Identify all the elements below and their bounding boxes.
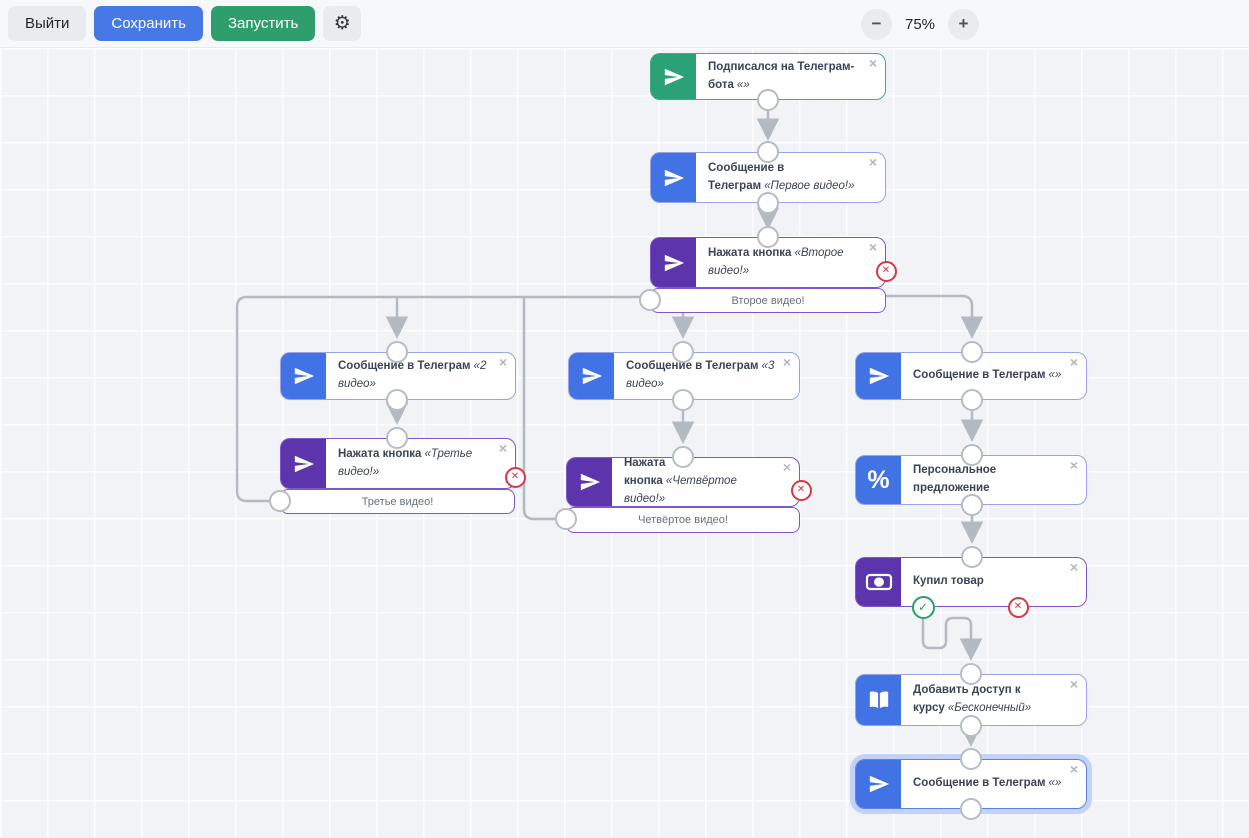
connection-port[interactable] (960, 798, 982, 820)
connection-port[interactable] (672, 341, 694, 363)
connection-port[interactable] (960, 715, 982, 737)
fail-branch-icon[interactable]: ✕ (875, 260, 897, 282)
toolbar: Выйти Сохранить Запустить ⚙ − 75% + (0, 0, 1249, 48)
close-icon[interactable]: × (782, 459, 791, 475)
connection-port[interactable] (555, 508, 577, 530)
telegram-plane-icon (567, 458, 612, 506)
save-button[interactable]: Сохранить (94, 6, 203, 41)
node-title: Добавить доступ к курсу (913, 684, 1021, 714)
connection-port[interactable] (386, 427, 408, 449)
zoom-level: 75% (904, 15, 936, 33)
zoom-out-button[interactable]: − (861, 8, 892, 40)
connection-port[interactable] (757, 141, 779, 163)
close-icon[interactable]: × (868, 55, 877, 71)
connection-port[interactable] (960, 748, 982, 770)
node-quote: «Первое видео!» (764, 179, 855, 192)
connection-port[interactable] (386, 389, 408, 411)
connection-port[interactable] (672, 389, 694, 411)
node-title: Нажата кнопка (338, 447, 422, 460)
close-icon[interactable]: × (498, 354, 507, 370)
button-row-label: Четвёртое видео! (638, 514, 728, 526)
zoom-in-button[interactable]: + (948, 8, 979, 40)
connection-port[interactable] (672, 446, 694, 468)
node-title: Сообщение в Телеграм (338, 360, 471, 373)
connection-port[interactable] (961, 444, 983, 466)
telegram-plane-icon (651, 153, 696, 202)
node-quote: «Второе видео!» (708, 246, 844, 277)
open-book-icon (856, 675, 901, 725)
node-quote: «3 видео» (626, 360, 775, 390)
node-title: Сообщение в Телеграм (913, 369, 1046, 382)
fail-branch-icon[interactable]: ✕ (504, 466, 526, 488)
node-button-pressed-third-video[interactable]: Нажата кнопка«Третье видео!» × (280, 438, 516, 489)
telegram-plane-icon (651, 238, 696, 287)
connection-ports (269, 89, 983, 820)
telegram-plane-icon (856, 760, 901, 808)
close-icon[interactable]: × (868, 239, 877, 255)
node-title: Сообщение в Телеграм (626, 360, 759, 373)
telegram-plane-icon (281, 439, 326, 488)
node-quote: «Бесконечный» (947, 702, 1032, 714)
connection-port[interactable] (961, 494, 983, 516)
telegram-plane-icon (856, 353, 901, 399)
connection-port[interactable] (386, 341, 408, 363)
node-quote: «2 видео» (338, 360, 487, 390)
exit-button[interactable]: Выйти (8, 6, 87, 41)
close-icon[interactable]: × (1069, 761, 1078, 777)
connection-port[interactable] (639, 289, 661, 311)
fail-branch-icon[interactable]: ✕ (790, 479, 812, 501)
connection-port[interactable] (269, 490, 291, 512)
connection-port[interactable] (961, 546, 983, 568)
node-quote: «» (1048, 777, 1062, 790)
node-quote: «» (736, 78, 750, 91)
button-row-label: Третье видео! (361, 495, 434, 508)
close-icon[interactable]: × (1069, 559, 1078, 575)
node-title: Сообщение в Телеграм (913, 777, 1046, 790)
button-row-third-video[interactable]: Третье видео! (280, 489, 515, 514)
node-quote: «Четвёртое видео!» (624, 475, 737, 505)
node-quote: «Третье видео!» (338, 447, 473, 478)
close-icon[interactable]: × (1069, 676, 1078, 692)
zoom-controls: − 75% + (861, 0, 979, 48)
connection-port[interactable] (961, 389, 983, 411)
button-row-label: Второе видео! (731, 294, 805, 307)
connection-port[interactable] (757, 89, 779, 111)
node-title: Сообщение в Телеграм (708, 161, 785, 192)
percent-icon: % (856, 456, 901, 504)
flow-edges (235, 110, 984, 747)
fail-branch-icon[interactable]: ✕ (1007, 596, 1029, 618)
node-title: Персональное предложение (913, 464, 997, 494)
connection-port[interactable] (960, 663, 982, 685)
telegram-plane-icon (281, 353, 326, 399)
close-icon[interactable]: × (782, 354, 791, 370)
node-quote: «» (1048, 369, 1062, 382)
close-icon[interactable]: × (1069, 354, 1078, 370)
connection-port[interactable] (757, 192, 779, 214)
run-button[interactable]: Запустить (210, 6, 316, 41)
close-icon[interactable]: × (1069, 457, 1078, 473)
close-icon[interactable]: × (868, 154, 877, 170)
node-title: Нажата кнопка (708, 246, 792, 259)
telegram-plane-icon (569, 353, 614, 399)
banknote-icon (856, 558, 901, 606)
node-title: Нажата кнопка (624, 457, 666, 488)
connection-port[interactable] (961, 341, 983, 363)
node-title: Подписался на Телеграм-бота (708, 60, 855, 91)
gear-icon: ⚙ (333, 13, 351, 34)
connection-port[interactable] (757, 226, 779, 248)
settings-button[interactable]: ⚙ (323, 6, 362, 41)
success-branch-icon[interactable]: ✓ (911, 595, 935, 619)
flow-canvas[interactable]: Подписался на Телеграм-бота«» × Сообщени… (0, 48, 1249, 838)
telegram-plane-icon (651, 54, 696, 99)
button-row-fourth-video[interactable]: Четвёртое видео! (566, 507, 800, 533)
node-title: Купил товар (913, 575, 984, 588)
button-row-second-video[interactable]: Второе видео! (650, 288, 886, 313)
close-icon[interactable]: × (498, 440, 507, 456)
